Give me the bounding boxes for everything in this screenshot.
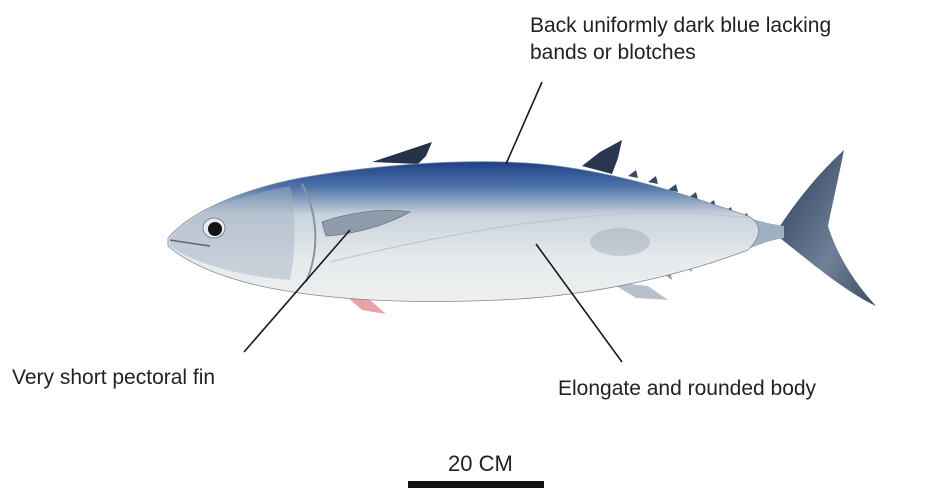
leader-line-back (506, 82, 542, 164)
annotation-back-line1: Back uniformly dark blue lacking (530, 12, 831, 39)
annotation-body-shape: Elongate and rounded body (558, 375, 816, 402)
annotation-pectoral-fin: Very short pectoral fin (12, 364, 215, 391)
annotation-back-line2: bands or blotches (530, 39, 831, 66)
scale-label: 20 CM (448, 450, 513, 477)
scale-bar (408, 481, 544, 488)
caudal-fin (780, 150, 876, 306)
pupil (208, 222, 222, 236)
flank-shading (590, 228, 650, 256)
second-dorsal-fin (582, 140, 622, 174)
annotation-back: Back uniformly dark blue lacking bands o… (530, 12, 831, 66)
first-dorsal-fin (372, 142, 432, 164)
